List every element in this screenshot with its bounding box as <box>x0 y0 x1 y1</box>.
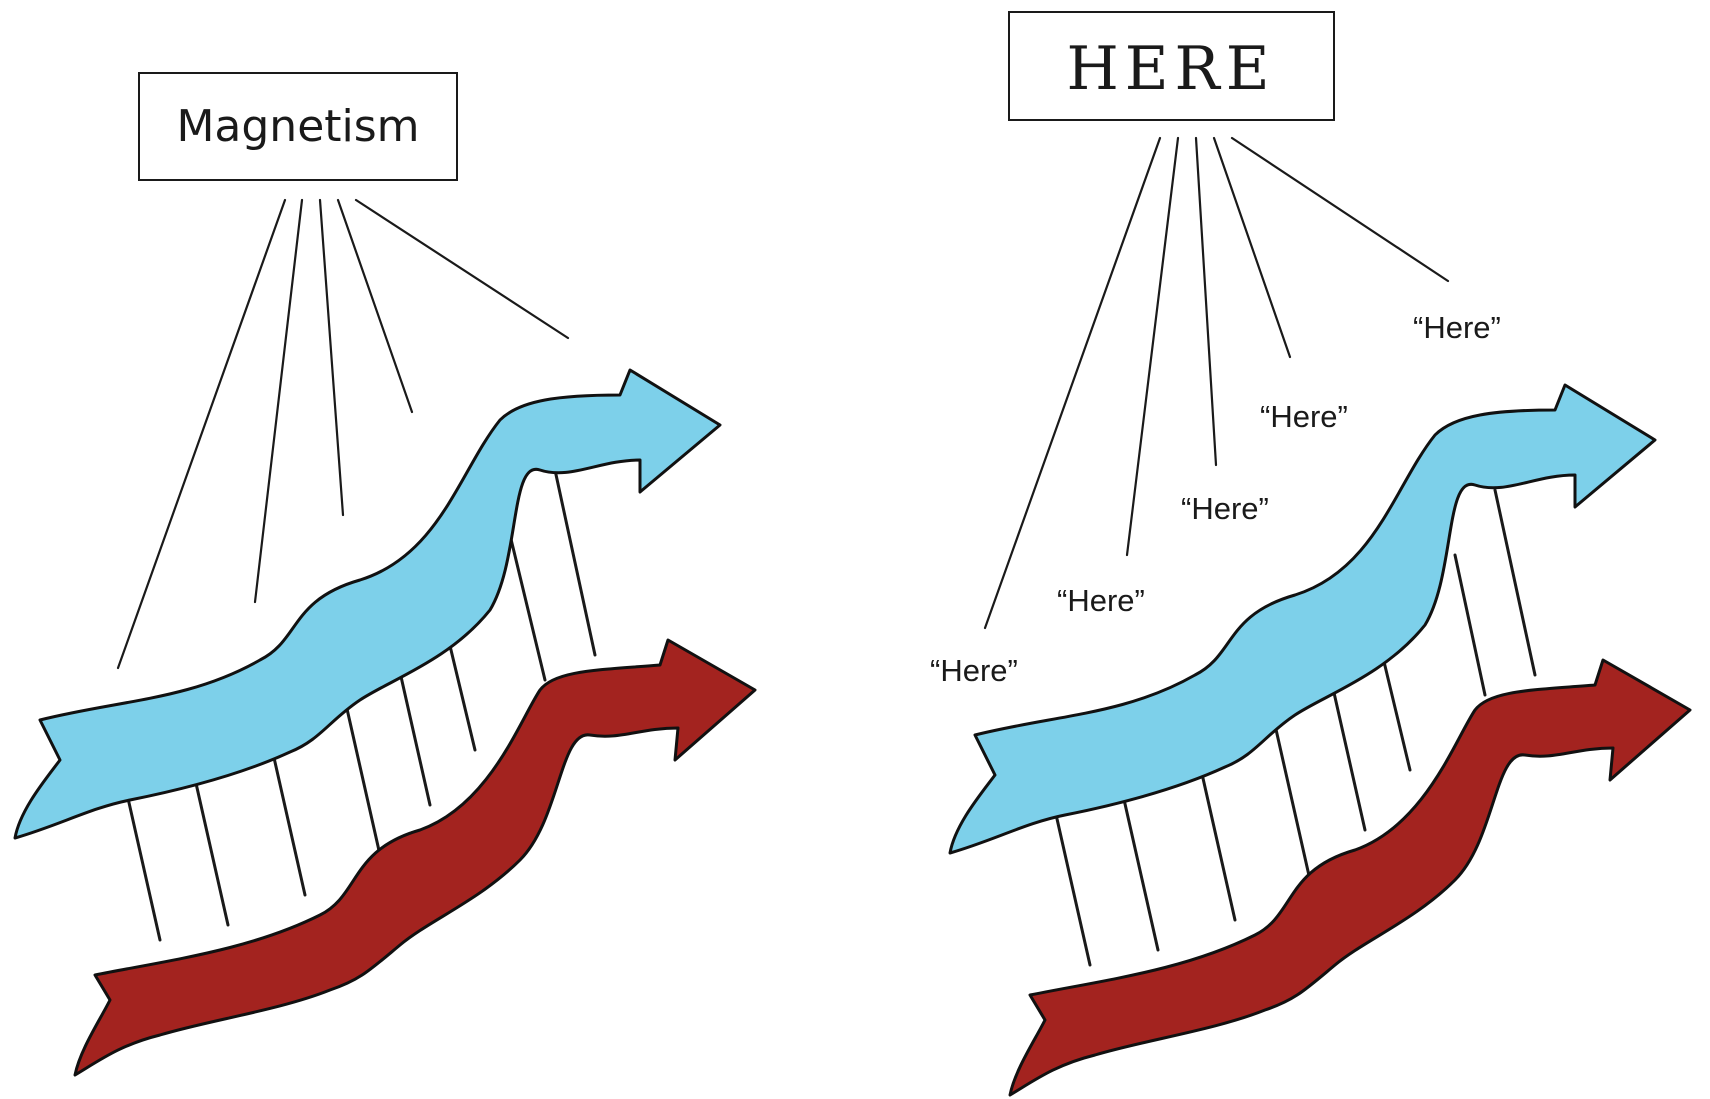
right-upper-arrow <box>948 383 1657 855</box>
right-label-rays <box>983 136 1450 630</box>
left-panel: Magnetism <box>13 72 757 1077</box>
right-panel: “Here” “Here” “Here” “Here” “Here” HERE <box>930 11 1692 1097</box>
magnetism-label-box: Magnetism <box>138 72 458 181</box>
here-label-box: HERE <box>1008 11 1335 121</box>
here-text-5: “Here” <box>1413 310 1501 345</box>
left-upper-arrow <box>13 368 722 840</box>
here-text-3: “Here” <box>1181 491 1269 526</box>
here-label: HERE <box>1066 34 1275 104</box>
here-text-2: “Here” <box>1057 583 1145 618</box>
magnetism-label: Magnetism <box>176 101 419 152</box>
left-label-rays <box>116 198 570 670</box>
here-text-1: “Here” <box>930 653 1018 688</box>
here-annotations: “Here” “Here” “Here” “Here” “Here” <box>930 310 1501 688</box>
right-field-lines <box>1053 488 1537 967</box>
here-text-4: “Here” <box>1260 399 1348 434</box>
